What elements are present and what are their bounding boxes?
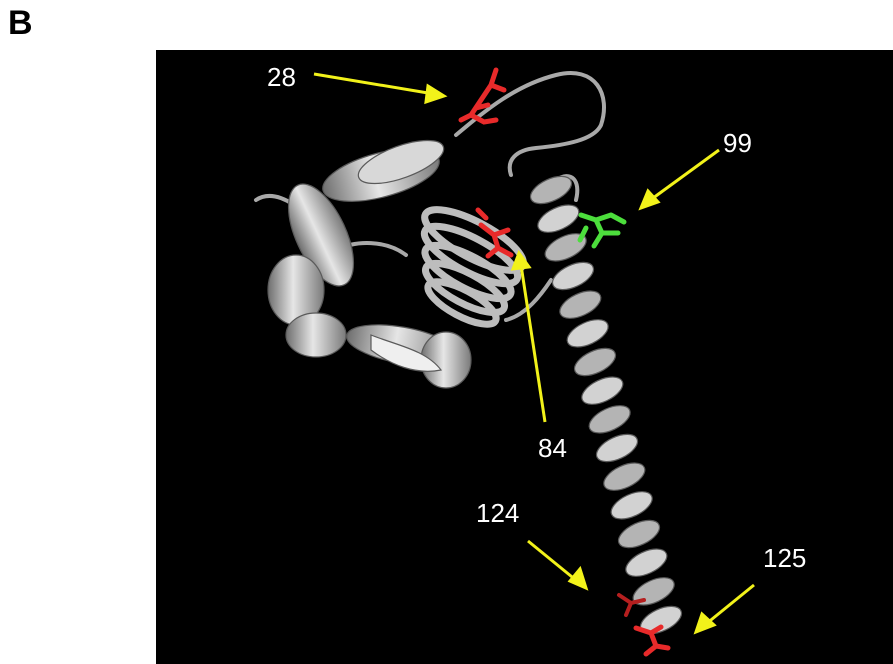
helix-turn [548,257,597,296]
protein-structure-figure: 28 99 84 124 125 [156,50,893,664]
helix-turn [636,601,685,640]
helix-turn [614,515,663,554]
helix-turn [578,371,627,410]
helix-turn [563,314,612,353]
residue-label-125: 125 [763,545,806,571]
helix-turn [570,343,619,382]
residue-label-84: 84 [538,435,567,461]
helix-turn [592,429,641,468]
helix-turn [600,457,649,496]
panel-letter: B [8,6,33,40]
helix-turn [556,285,605,324]
helix-turn [622,543,671,582]
residue-label-124: 124 [476,500,519,526]
helix-turn [629,572,678,611]
residue-84-sticks [478,210,511,256]
helix-turn [585,400,634,439]
helix-turn [534,199,583,238]
long-helix [526,171,685,640]
residue-label-99: 99 [723,130,752,156]
residue-label-28: 28 [267,64,296,90]
helix-turn [607,486,656,525]
